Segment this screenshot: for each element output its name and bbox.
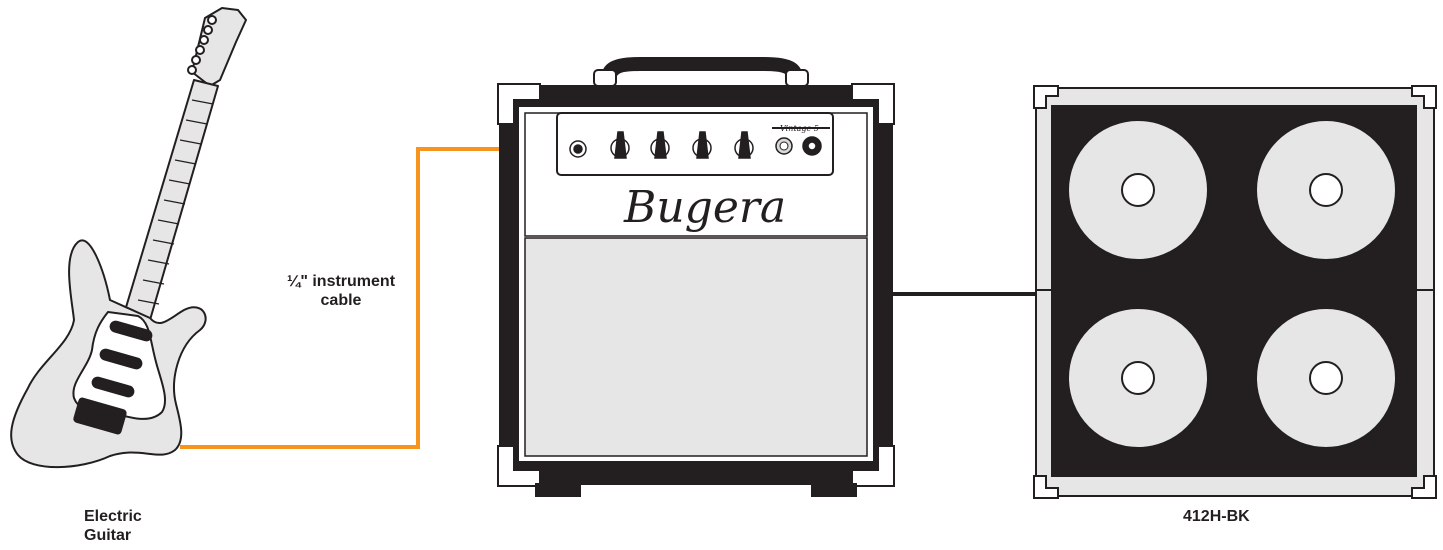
amp-handle xyxy=(600,57,804,85)
guitar-label-line1: Electric xyxy=(84,508,142,525)
cable-label-line2: cable xyxy=(320,292,362,309)
cable-label-line1: ¼" instrument xyxy=(286,273,396,290)
instrument-cable-label: ¼" instrument cable xyxy=(266,272,416,310)
control-knob-4 xyxy=(734,131,754,159)
speaker-cabinet-label: 412H-BK xyxy=(1183,508,1250,525)
amp-foot-left xyxy=(535,483,581,497)
control-knob-1 xyxy=(610,131,630,159)
electric-guitar-illustration xyxy=(10,7,247,469)
instrument-cable xyxy=(180,147,566,449)
amp-grille xyxy=(524,237,868,457)
input-jack xyxy=(569,140,587,158)
speaker-bottom-left xyxy=(1067,307,1209,449)
guitar-pickups xyxy=(73,320,153,435)
guitar-frets xyxy=(137,99,214,305)
control-knob-3 xyxy=(692,131,712,159)
tuning-pegs xyxy=(187,15,217,75)
speaker-top-left xyxy=(1067,119,1209,261)
amplifier-illustration xyxy=(497,57,895,497)
power-switch xyxy=(802,136,822,156)
pilot-lamp xyxy=(775,137,793,155)
amp-brand-logo: Bugera xyxy=(623,182,786,233)
amp-model-badge: Vintage 5 xyxy=(780,124,819,133)
amp-controls xyxy=(569,127,830,159)
control-knob-2 xyxy=(650,131,670,159)
speaker-bottom-right xyxy=(1255,307,1397,449)
guitar-label-line2: Guitar xyxy=(84,527,132,544)
cabinet-corner-protectors xyxy=(1033,85,1437,499)
speaker-top-right xyxy=(1255,119,1397,261)
electric-guitar-label: Electric Guitar xyxy=(84,507,142,545)
amp-foot-right xyxy=(811,483,857,497)
speaker-cabinet-illustration xyxy=(1033,85,1437,499)
guitar-neck xyxy=(123,79,219,321)
